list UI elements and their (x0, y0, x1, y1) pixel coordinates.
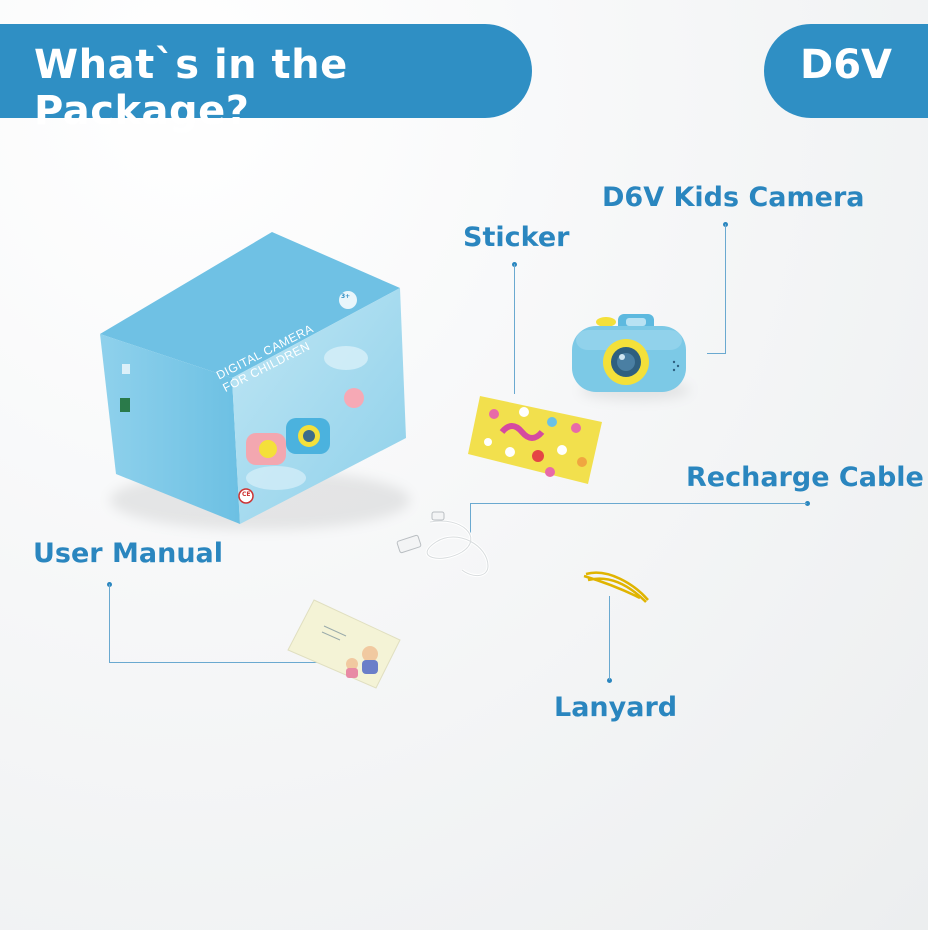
cable-leader-line-v (470, 503, 471, 539)
lanyard-leader-dot (607, 678, 612, 683)
product-box (100, 232, 406, 524)
model-banner: D6V (764, 24, 928, 118)
camera-leader-line (725, 224, 726, 354)
ce-mark: CE (242, 491, 251, 498)
model-name: D6V (800, 42, 892, 88)
lanyard-label: Lanyard (554, 692, 678, 723)
sticker-sheet (468, 396, 602, 484)
cable-leader-line-h (470, 503, 807, 504)
manual-leader-line-h (109, 662, 317, 663)
title-banner: What`s in the Package? (0, 24, 532, 134)
user-manual (287, 599, 401, 689)
manual-label: User Manual (33, 538, 224, 569)
sticker-leader-line (514, 264, 515, 394)
camera-label: D6V Kids Camera (602, 182, 865, 213)
manual-leader-line-v (109, 584, 110, 662)
lanyard (583, 571, 649, 603)
cable-label: Recharge Cable (686, 462, 924, 493)
sticker-label: Sticker (463, 222, 570, 253)
age-badge: 3+ (341, 293, 351, 300)
recharge-cable (396, 511, 490, 577)
page-title: What`s in the Package? (34, 42, 348, 134)
camera-leader-line-h (707, 353, 726, 354)
cable-leader-dot (805, 501, 810, 506)
lanyard-leader-line (609, 596, 610, 680)
kids-camera (572, 314, 686, 392)
